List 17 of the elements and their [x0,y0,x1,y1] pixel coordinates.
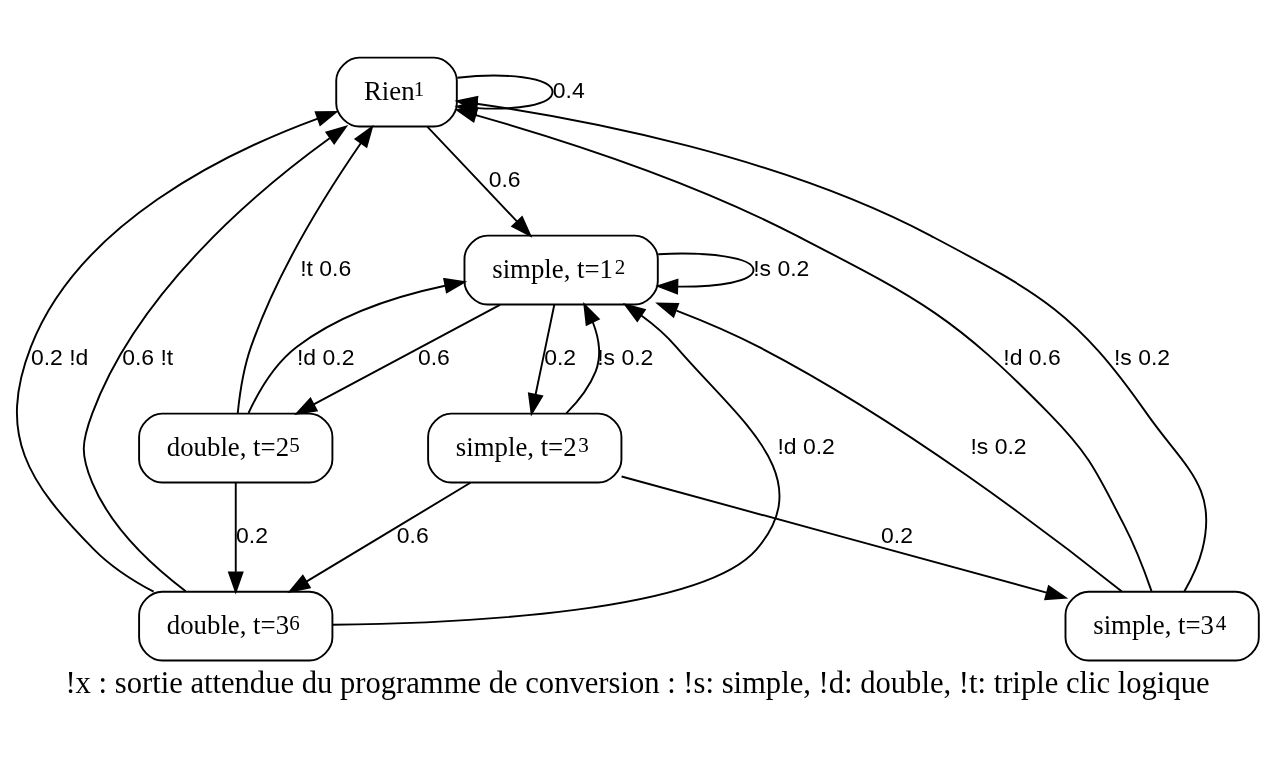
edge-label: !s 0.2 [1113,344,1171,371]
edge-label: 0.2 [236,522,268,549]
edge-label: !t 0.6 [300,255,352,282]
caption: !x : sortie attendue du programme de conversion : !s: simple, !d: double, !t: triple clic logique [65,665,1210,700]
edge-label: 0.6 !t [122,344,174,371]
edge-label: 0.2 [881,522,914,549]
edge-label: !d 0.2 [296,344,355,371]
edge-label: !d 0.6 [1003,344,1061,371]
edge-label: 0.4 [552,77,585,104]
edge-label: !s 0.2 [753,255,810,282]
edge-label: 0.2 !d [30,344,89,371]
edge-label: 0.6 [488,166,521,193]
edge-label: !d 0.2 [777,433,835,460]
edge-label: 0.2 [544,344,577,371]
edge-label: 0.6 [396,522,429,549]
edge-label: !s 0.2 [970,433,1027,460]
edge-label: 0.6 [417,344,450,371]
